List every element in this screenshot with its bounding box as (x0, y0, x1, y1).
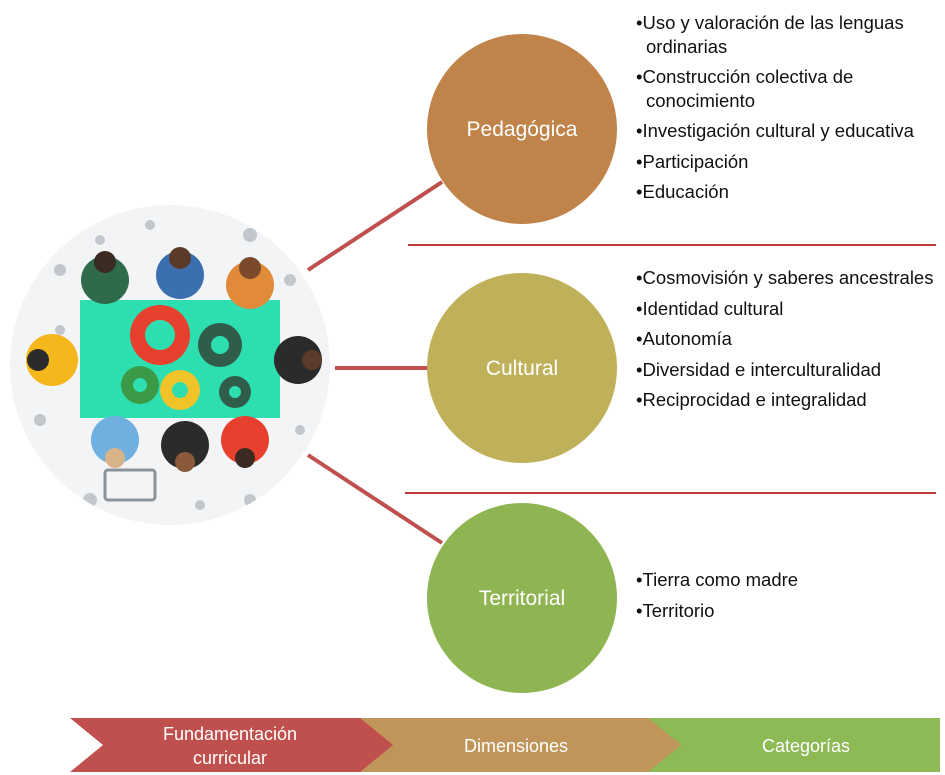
connector-territorial (306, 453, 444, 545)
process-step-fundamentacion (70, 718, 395, 772)
category-item: •Tierra como madre (636, 569, 799, 590)
category-list-pedagogica: •Uso y valoración de las lenguas ordinar… (636, 11, 936, 211)
category-list-territorial: •Tierra como madre •Territorio (636, 568, 936, 629)
bullet-icon: • (636, 328, 643, 349)
bullet-icon: • (636, 389, 643, 410)
category-item: •Autonomía (636, 328, 732, 349)
dimension-pedagogica: Pedagógica (427, 34, 617, 224)
bullet-icon: • (636, 66, 643, 87)
category-item: •Investigación cultural y educativa (636, 120, 914, 141)
dimension-circle (427, 273, 617, 463)
dimension-label: Territorial (479, 587, 565, 610)
category-item: •Uso y valoración de las lenguas ordinar… (636, 12, 904, 57)
process-step-label: Dimensiones (464, 736, 568, 756)
category-item: •Territorio (636, 599, 715, 621)
category-item: •Identidad cultural (636, 297, 784, 319)
dimension-circle (427, 503, 617, 693)
dimension-territorial: Territorial (427, 503, 617, 693)
process-step-categorias (648, 718, 940, 772)
process-step-label: curricular (193, 748, 267, 768)
dimension-label: Pedagógica (467, 118, 578, 141)
category-item: •Diversidad e interculturalidad (636, 358, 882, 380)
bullet-icon: • (636, 150, 643, 172)
dimension-circle (427, 34, 617, 224)
bullet-icon: • (636, 569, 643, 590)
category-list-cultural: •Cosmovisión y saberes ancestrales •Iden… (636, 266, 936, 419)
process-bar: Fundamentación curricular Dimensiones Ca… (70, 718, 940, 772)
bullet-icon: • (636, 358, 643, 380)
dimension-cultural: Cultural (427, 273, 617, 463)
dimension-label: Cultural (486, 357, 558, 380)
category-item: •Educación (636, 181, 729, 202)
bullet-icon: • (636, 599, 643, 621)
category-item: •Participación (636, 150, 749, 172)
center-image (10, 205, 330, 525)
bullet-icon: • (636, 297, 643, 319)
process-step-dimensiones (360, 718, 683, 772)
bullet-icon: • (636, 181, 643, 202)
bullet-icon: • (636, 267, 643, 288)
category-item: •Reciprocidad e integralidad (636, 389, 867, 410)
bullet-icon: • (636, 12, 643, 33)
bullet-icon: • (636, 120, 643, 141)
connector-pedagogica (306, 180, 444, 272)
process-step-label: Categorías (762, 736, 850, 756)
category-item: •Construcción colectiva de conocimiento (636, 66, 854, 111)
process-step-label: Fundamentación (163, 724, 297, 744)
category-item: •Cosmovisión y saberes ancestrales (636, 267, 934, 288)
